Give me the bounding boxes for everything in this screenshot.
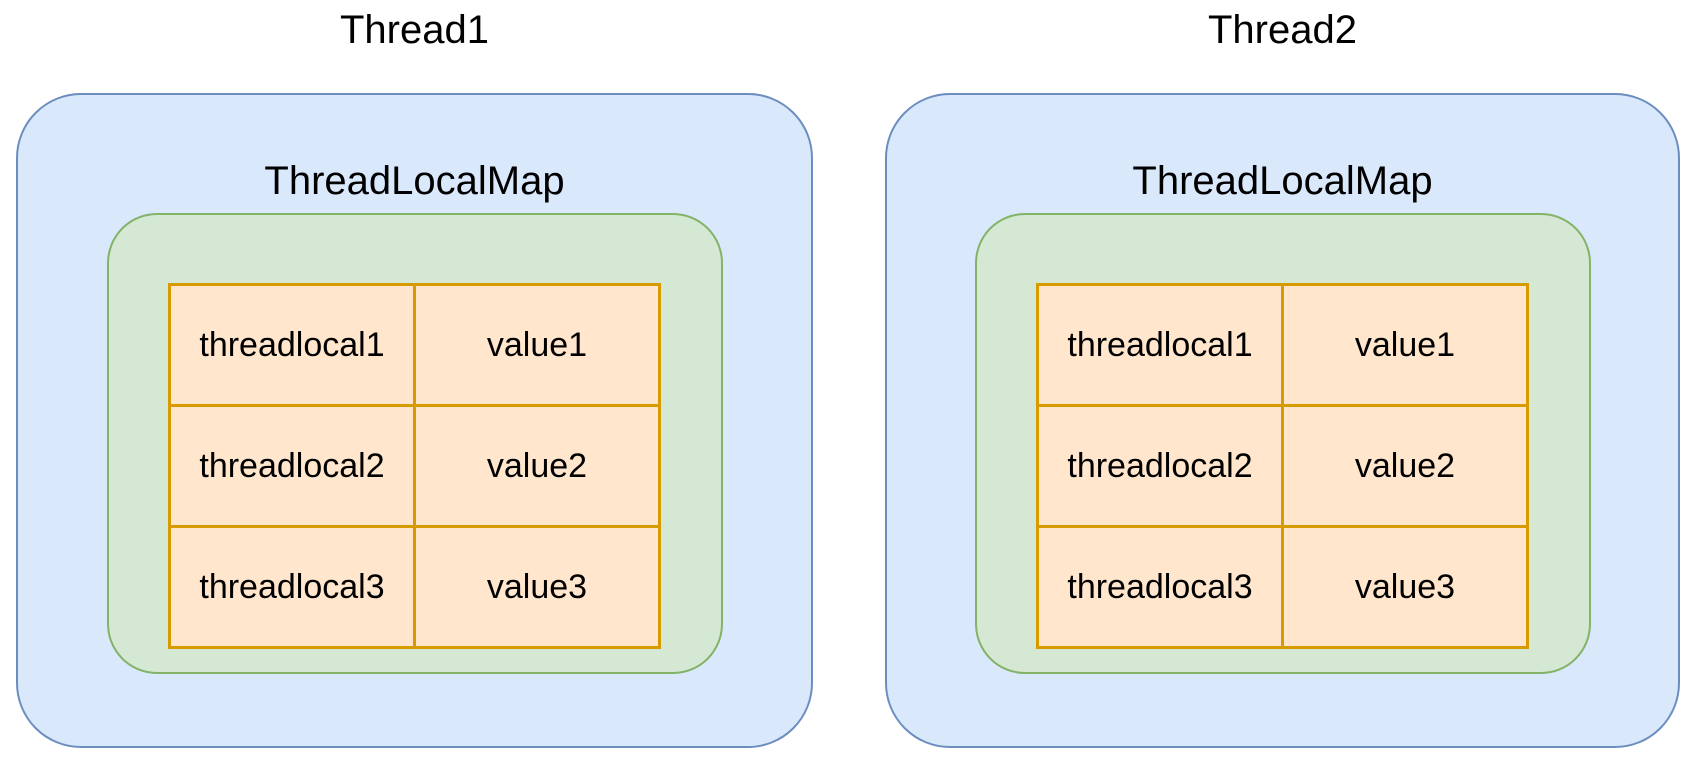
entry-value-cell: value3 bbox=[413, 525, 661, 649]
entry-key-cell: threadlocal3 bbox=[1036, 525, 1284, 649]
entry-value-cell: value1 bbox=[413, 283, 661, 407]
thread2-entry-table: threadlocal1 value1 threadlocal2 value2 … bbox=[1036, 283, 1529, 649]
entry-value-cell: value3 bbox=[1281, 525, 1529, 649]
entry-key-cell: threadlocal1 bbox=[1036, 283, 1284, 407]
table-row: threadlocal2 value2 bbox=[1036, 404, 1529, 528]
thread2-title: Thread2 bbox=[1208, 8, 1357, 52]
table-row: threadlocal2 value2 bbox=[168, 404, 661, 528]
thread1-threadlocalmap-title: ThreadLocalMap bbox=[264, 159, 565, 203]
entry-value-cell: value2 bbox=[1281, 404, 1529, 528]
entry-key-cell: threadlocal1 bbox=[168, 283, 416, 407]
entry-value-cell: value2 bbox=[413, 404, 661, 528]
thread2-threadlocalmap-box: threadlocal1 value1 threadlocal2 value2 … bbox=[974, 213, 1591, 674]
thread2-group: Thread2 ThreadLocalMap threadlocal1 valu… bbox=[885, 0, 1680, 761]
thread1-title: Thread1 bbox=[340, 8, 489, 52]
table-row: threadlocal1 value1 bbox=[1036, 283, 1529, 407]
thread2-threadlocalmap-title: ThreadLocalMap bbox=[1132, 159, 1433, 203]
entry-key-cell: threadlocal3 bbox=[168, 525, 416, 649]
entry-key-cell: threadlocal2 bbox=[168, 404, 416, 528]
entry-value-cell: value1 bbox=[1281, 283, 1529, 407]
thread2-box: ThreadLocalMap threadlocal1 value1 threa… bbox=[885, 93, 1680, 748]
entry-key-cell: threadlocal2 bbox=[1036, 404, 1284, 528]
thread1-group: Thread1 ThreadLocalMap threadlocal1 valu… bbox=[16, 0, 813, 761]
thread1-threadlocalmap-box: threadlocal1 value1 threadlocal2 value2 … bbox=[106, 213, 723, 674]
table-row: threadlocal3 value3 bbox=[1036, 525, 1529, 649]
table-row: threadlocal3 value3 bbox=[168, 525, 661, 649]
thread1-entry-table: threadlocal1 value1 threadlocal2 value2 … bbox=[168, 283, 661, 649]
thread1-box: ThreadLocalMap threadlocal1 value1 threa… bbox=[16, 93, 813, 748]
table-row: threadlocal1 value1 bbox=[168, 283, 661, 407]
